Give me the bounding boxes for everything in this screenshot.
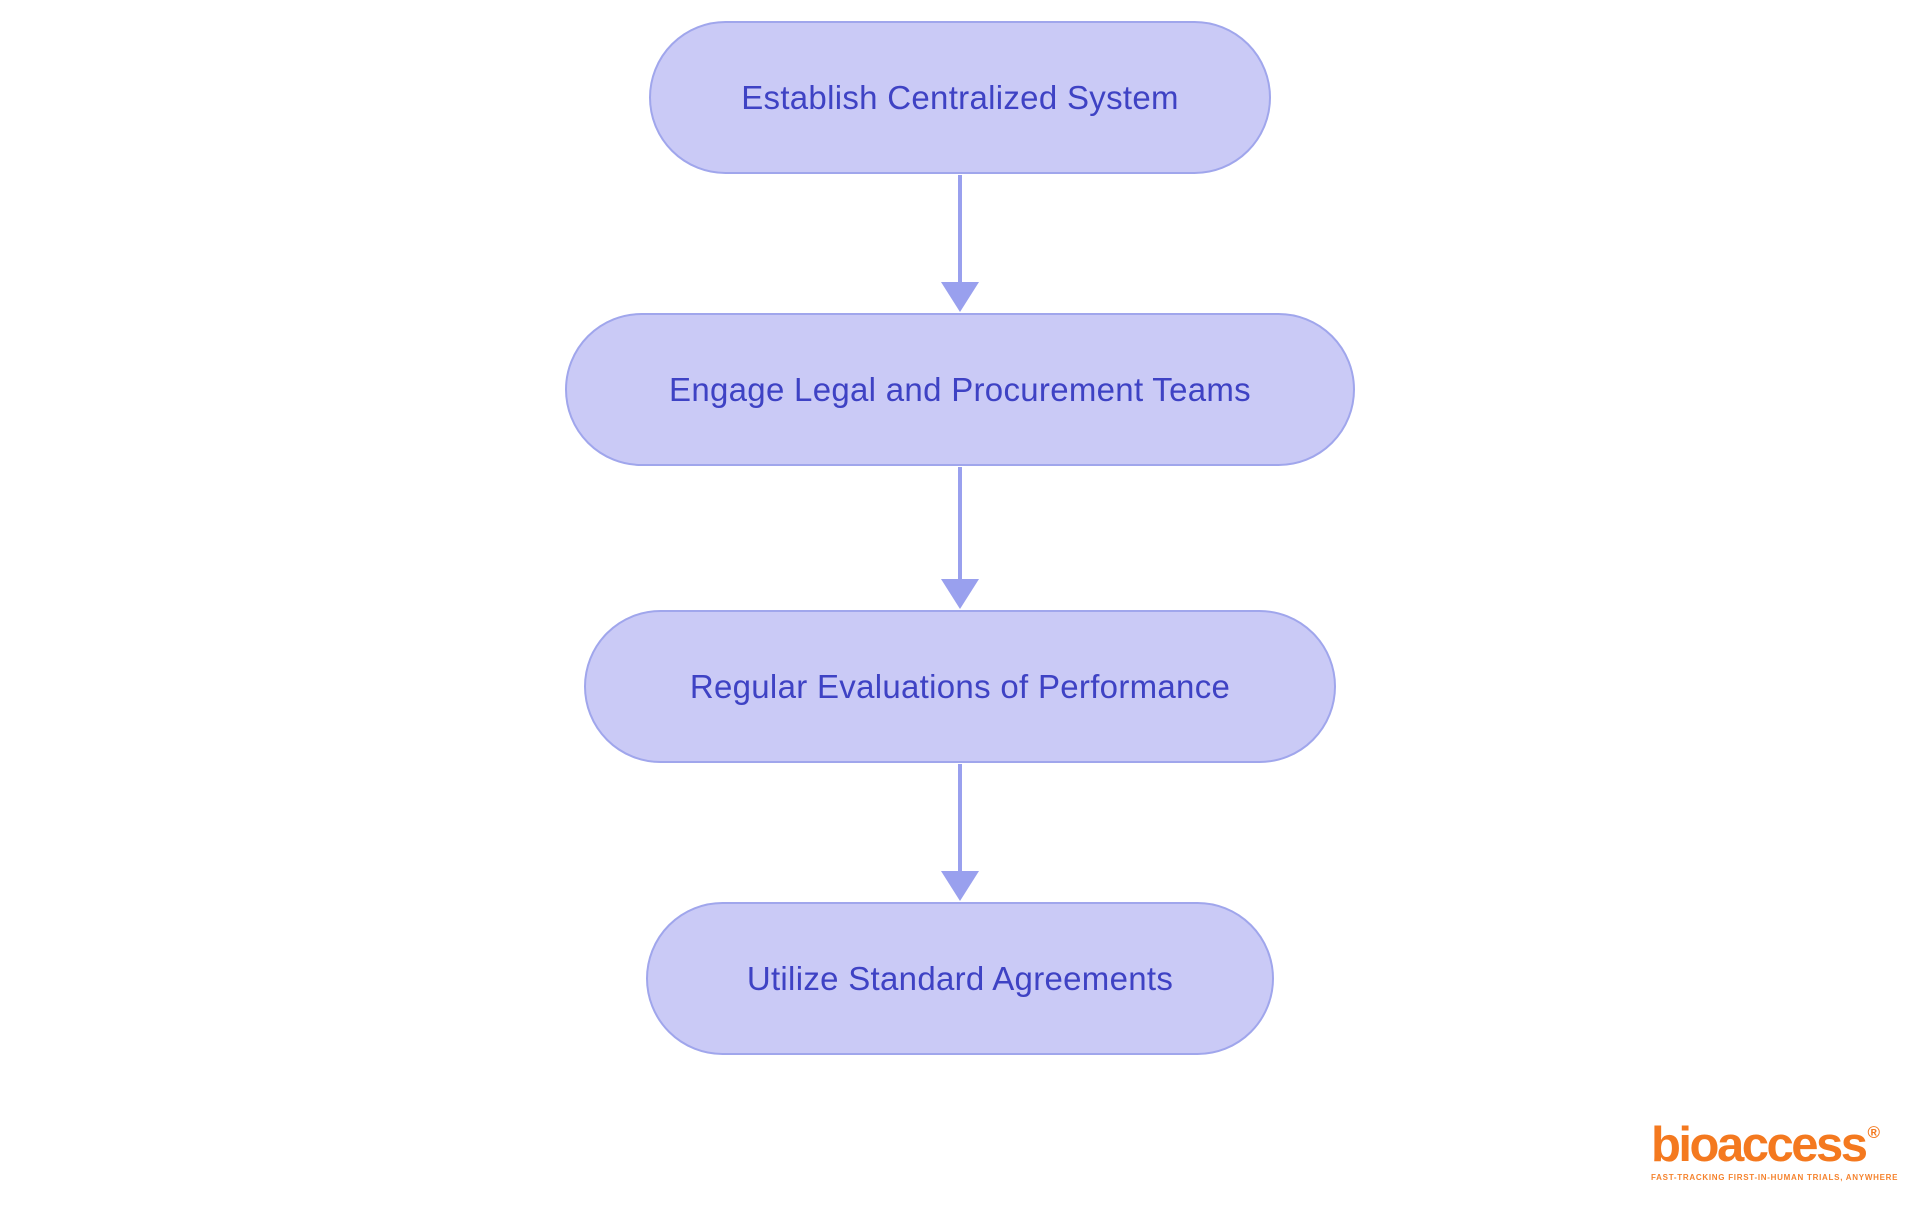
node-label: Utilize Standard Agreements [746,959,1174,997]
arrow-down-icon [941,175,979,312]
logo-wordmark: bioaccess [1651,1118,1868,1172]
node-utilize-standard-agreements: Utilize Standard Agreements [646,902,1274,1055]
registered-trademark-icon: ® [1867,1123,1881,1142]
arrow-shaft [958,764,962,871]
node-establish-centralized-system: Establish Centralized System [649,21,1271,174]
logo-tagline: FAST-TRACKING FIRST-IN-HUMAN TRIALS, ANY… [1651,1172,1899,1182]
arrowhead-icon [941,579,979,609]
arrow-down-icon [941,467,979,609]
node-label: Establish Centralized System [741,78,1179,116]
node-engage-legal-and-procurement-teams: Engage Legal and Procurement Teams [565,313,1355,466]
node-regular-evaluations-of-performance: Regular Evaluations of Performance [584,610,1336,763]
arrowhead-icon [941,282,979,312]
arrowhead-icon [941,871,979,901]
arrow-down-icon [941,764,979,901]
bioaccess-logo: bioaccess ® FAST-TRACKING FIRST-IN-HUMAN… [1651,1118,1899,1182]
node-label: Engage Legal and Procurement Teams [669,370,1251,408]
arrow-shaft [958,467,962,579]
arrow-shaft [958,175,962,282]
node-label: Regular Evaluations of Performance [689,667,1231,705]
